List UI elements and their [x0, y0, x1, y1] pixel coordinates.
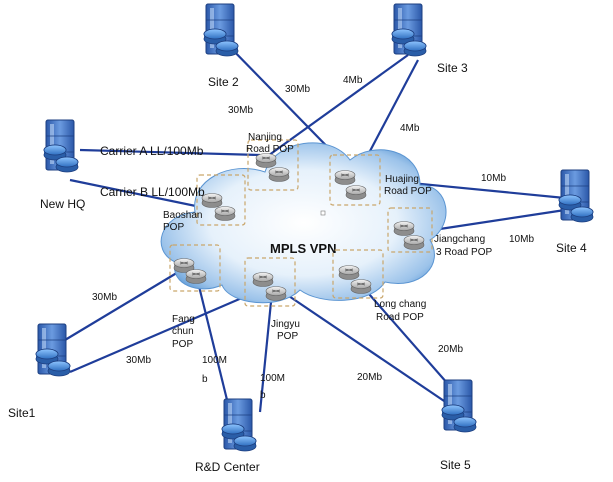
site3-huajing-bw: 4Mb — [400, 123, 420, 134]
link-hq-baoshan — [69, 178, 216, 212]
link-site1-jingyu — [69, 286, 266, 374]
new-hq: New HQ — [40, 119, 85, 211]
rnd-center-label: R&D Center — [195, 460, 260, 474]
site4-huajing-bw: 10Mb — [481, 173, 506, 184]
pop-jiangchang: Jiangchang 3 Road POP — [387, 207, 492, 258]
pop-jiangchang-label-2: 3 Road POP — [436, 247, 492, 258]
link-rnd-fangchun — [193, 269, 232, 413]
site-1-label: Site1 — [8, 406, 36, 420]
pop-baoshan-label-1: Baoshan — [163, 210, 202, 221]
pop-longchang: Long chang Road POP — [332, 249, 426, 323]
pop-fangchun-label-1: Fang — [172, 314, 195, 325]
pop-fangchun: Fang chun POP — [169, 244, 221, 350]
cloud-label: MPLS VPN — [270, 241, 336, 256]
pop-fangchun-label-3: POP — [172, 339, 193, 350]
link-rnd-jingyu — [258, 291, 274, 413]
rnd-center: R&D Center — [195, 398, 260, 474]
rnd-jingyu-bw-2: b — [260, 390, 266, 401]
site5-jingyu-bw: 20Mb — [357, 372, 382, 383]
site2-nanjing-bw: 30Mb — [228, 105, 253, 116]
pop-nanjing-label-1: Nanjing — [248, 132, 282, 143]
site-3: Site 3 — [391, 3, 468, 75]
pop-nanjing-label-2: Road POP — [246, 144, 294, 155]
pop-jiangchang-label-1: Jiangchang — [434, 234, 485, 245]
pop-baoshan-label-2: POP — [163, 222, 184, 233]
site-5: Site 5 — [440, 379, 477, 472]
pop-jingyu: Jingyu POP — [244, 257, 300, 342]
site1-jingyu-bw: 30Mb — [126, 355, 151, 366]
link-site5-longchang — [354, 277, 456, 393]
site3-nanjing-bw: 4Mb — [343, 75, 363, 86]
pop-huajing: Huajing Road POP — [329, 154, 432, 206]
site-5-label: Site 5 — [440, 458, 471, 472]
pop-longchang-label-1: Long chang — [374, 299, 426, 310]
link-site4-jiangchang — [419, 208, 566, 234]
site5-longchang-bw: 20Mb — [438, 344, 463, 355]
pop-jingyu-label-1: Jingyu — [271, 319, 300, 330]
site-4: Site 4 — [556, 169, 594, 255]
link-hq-nanjing — [79, 148, 261, 157]
site-2-label: Site 2 — [208, 75, 239, 89]
pop-fangchun-label-2: chun — [172, 326, 194, 337]
site2-huajing-bw: 30Mb — [285, 84, 310, 95]
carrier-a-label: Carrier A LL/100Mb — [100, 144, 204, 158]
pop-huajing-label-1: Huajing — [385, 174, 419, 185]
site-4-label: Site 4 — [556, 241, 587, 255]
site-1: Site1 — [8, 323, 71, 420]
link-site1-fangchun — [59, 267, 186, 344]
site-3-label: Site 3 — [437, 61, 468, 75]
pop-longchang-label-2: Road POP — [376, 312, 424, 323]
site-2: Site 2 — [203, 3, 239, 89]
link-site5-jingyu — [279, 289, 451, 406]
new-hq-label: New HQ — [40, 197, 85, 211]
link-labels: Carrier A LL/100Mb Carrier B LL/100Mb 30… — [92, 75, 534, 401]
site4-jiangchang-bw: 10Mb — [509, 234, 534, 245]
pop-huajing-label-2: Road POP — [384, 186, 432, 197]
pop-nanjing: Nanjing Road POP — [246, 132, 299, 191]
site1-fangchun-bw: 30Mb — [92, 292, 117, 303]
rnd-fangchun-bw-1: 100M — [202, 355, 227, 366]
pop-jingyu-label-2: POP — [277, 331, 298, 342]
link-site3-nanjing — [264, 54, 409, 159]
rnd-fangchun-bw-2: b — [202, 374, 208, 385]
carrier-b-label: Carrier B LL/100Mb — [100, 185, 205, 199]
rnd-jingyu-bw-1: 100M — [260, 373, 285, 384]
mpls-cloud: MPLS VPN — [160, 142, 447, 304]
pop-baoshan: Baoshan POP — [163, 174, 246, 233]
